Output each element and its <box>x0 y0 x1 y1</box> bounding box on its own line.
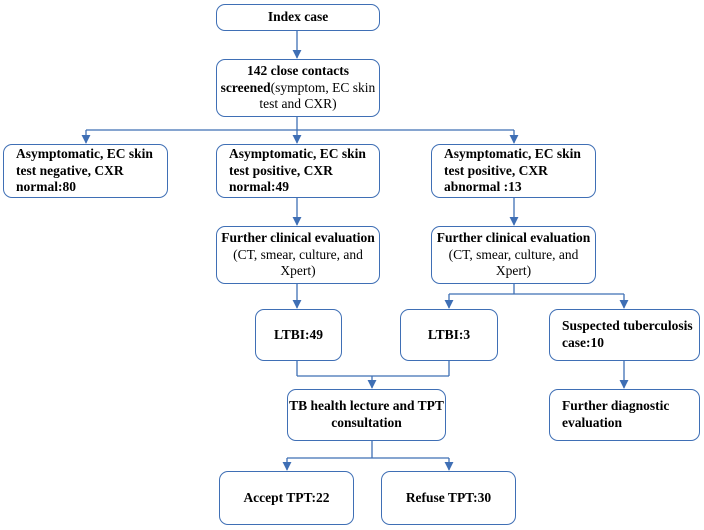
further-diagnostic-box: Further diagnostic evaluation <box>549 389 700 441</box>
lecture-box: TB health lecture and TPT consultation <box>287 389 446 441</box>
refuse-tpt-box: Refuse TPT:30 <box>381 471 516 525</box>
pos-normal-box: Asymptomatic, EC skin test positive, CXR… <box>216 144 380 198</box>
accept-tpt-box: Accept TPT:22 <box>219 471 354 525</box>
pos-abnormal-box: Asymptomatic, EC skin test positive, CXR… <box>431 144 596 198</box>
screened-box: 142 close contacts screened(symptom, EC … <box>216 59 380 117</box>
ltbi3-box: LTBI:3 <box>400 309 498 361</box>
neg-normal-box: Asymptomatic, EC skin test negative, CXR… <box>3 144 168 198</box>
eval-left-box: Further clinical evaluation (CT, smear, … <box>216 226 380 284</box>
index-case-box: Index case <box>216 4 380 31</box>
suspected-tb-box: Suspected tuberculosis case:10 <box>549 309 700 361</box>
eval-right-box: Further clinical evaluation (CT, smear, … <box>431 226 596 284</box>
ltbi49-box: LTBI:49 <box>255 309 342 361</box>
